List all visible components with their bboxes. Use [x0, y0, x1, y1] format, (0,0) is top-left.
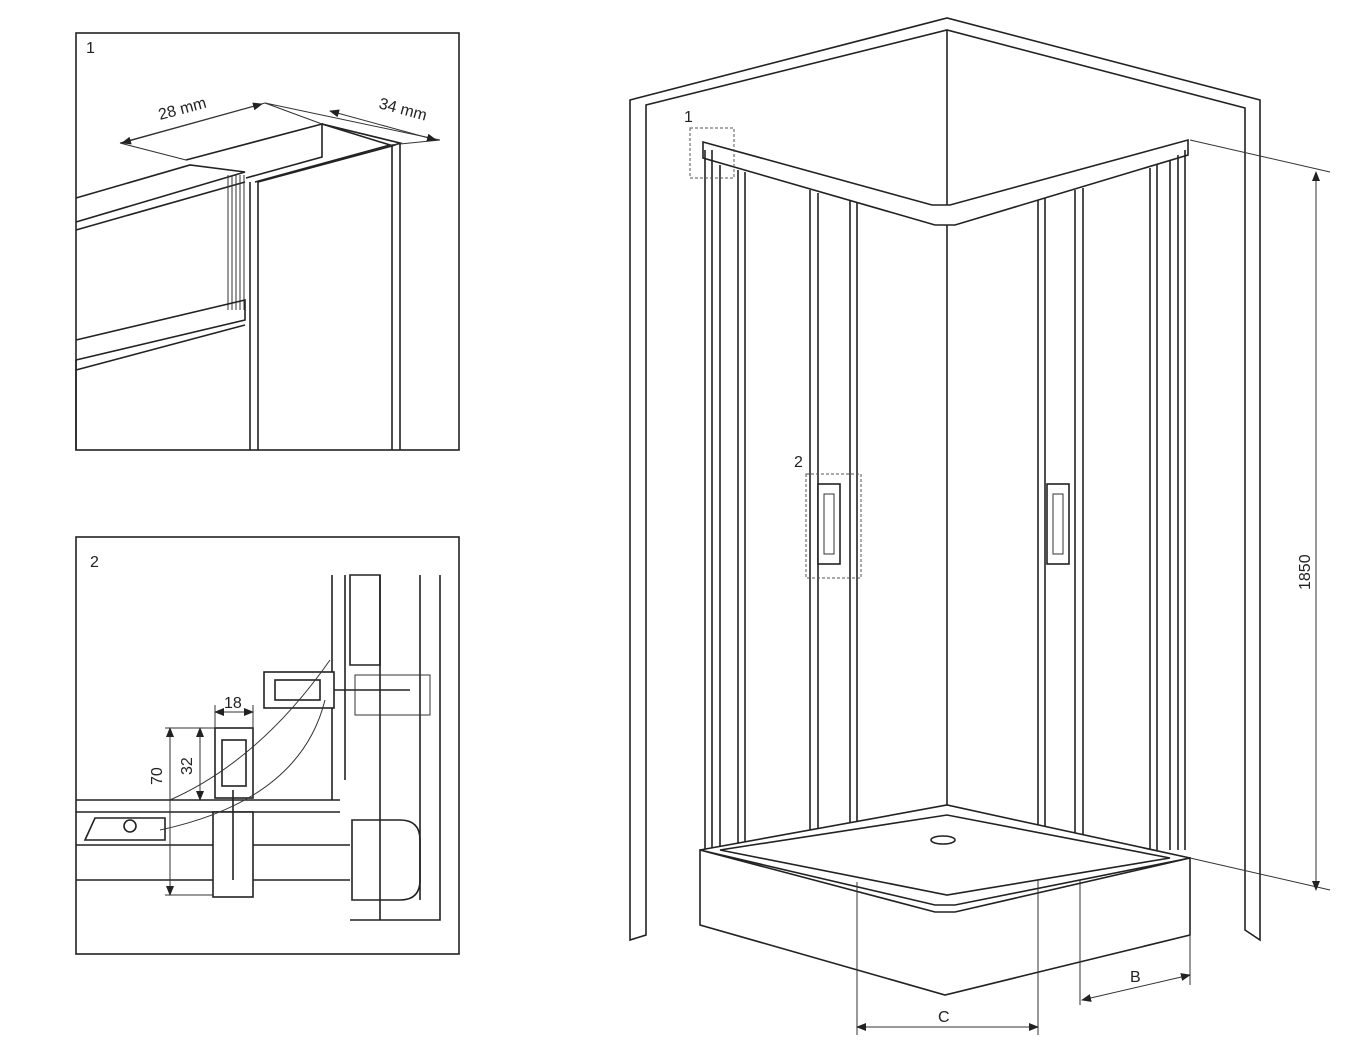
dim-b: B: [1130, 969, 1141, 986]
detail-1-label: 1: [86, 40, 95, 57]
dim-28mm: 28 mm: [157, 95, 209, 124]
dim-c: C: [938, 1009, 950, 1026]
door-handle-right: [1046, 483, 1070, 565]
detail-2-label: 2: [90, 554, 99, 571]
door-handle-left: [817, 483, 841, 565]
dim-70: 70: [149, 767, 166, 785]
callout-1: 1: [684, 109, 693, 126]
main-view: 1 2 1850 B C: [629, 17, 1331, 1035]
detail-1-panel: 1 28 mm 34 mm: [75, 32, 460, 451]
dim-34mm: 34 mm: [377, 95, 429, 124]
callout-2: 2: [794, 454, 803, 471]
detail-2-panel: 2 18 32 70: [75, 536, 460, 955]
dim-32: 32: [179, 757, 196, 775]
height-dimension: 1850: [1297, 554, 1314, 590]
dim-18: 18: [224, 695, 242, 712]
